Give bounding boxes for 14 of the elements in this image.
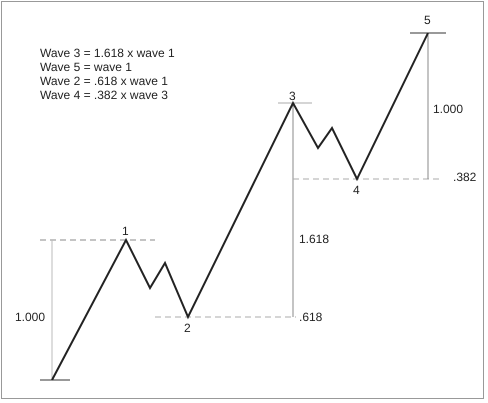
ratio-value: 1.618 bbox=[299, 232, 330, 246]
ratio-value: 1.000 bbox=[15, 310, 46, 324]
formula-text: Wave 2 = .618 x wave 1 bbox=[40, 74, 168, 88]
wave-number: 5 bbox=[424, 13, 431, 27]
wave-number: 4 bbox=[353, 183, 360, 197]
ratio-value: .618 bbox=[299, 310, 322, 324]
formula-text: Wave 4 = .382 x wave 3 bbox=[40, 88, 168, 102]
wave-number: 3 bbox=[289, 89, 296, 103]
wave-number: 2 bbox=[184, 321, 191, 335]
formula-text: Wave 5 = wave 1 bbox=[40, 60, 132, 74]
ratio-value: 1.000 bbox=[433, 102, 464, 116]
ratio-value: .382 bbox=[453, 170, 476, 184]
formula-text: Wave 3 = 1.618 x wave 1 bbox=[40, 46, 175, 60]
wave-number: 1 bbox=[122, 224, 129, 238]
